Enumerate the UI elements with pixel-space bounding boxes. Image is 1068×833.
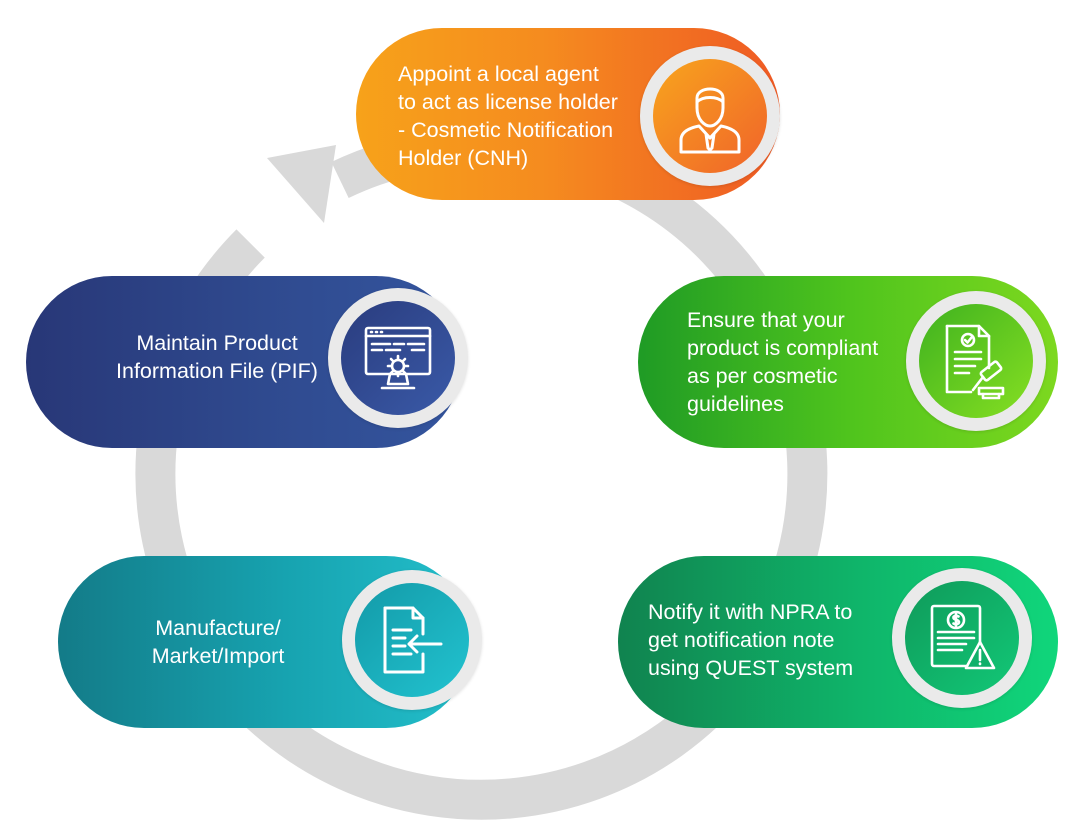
step-text-npra: Notify it with NPRA to get notification … xyxy=(648,598,853,682)
step-icon-disc-pif xyxy=(328,288,468,428)
step-line: Ensure that your xyxy=(687,308,845,332)
step-line: get notification note xyxy=(648,628,835,652)
file-import-icon xyxy=(355,583,469,697)
step-icon-disc-compliance xyxy=(906,291,1046,431)
step-line: to act as license holder xyxy=(398,90,618,114)
step-line: Information File (PIF) xyxy=(116,359,318,383)
step-text-pif: Maintain Product Information File (PIF) xyxy=(96,329,338,385)
step-icon-disc-cnh xyxy=(640,46,780,186)
step-line: product is compliant xyxy=(687,336,879,360)
step-line: Holder (CNH) xyxy=(398,146,529,170)
step-icon-disc-manufacture xyxy=(342,570,482,710)
step-line: guidelines xyxy=(687,392,784,416)
cycle-arrowhead xyxy=(267,145,336,223)
legal-document-gavel-icon xyxy=(919,304,1033,418)
monitor-settings-icon xyxy=(341,301,455,415)
business-agent-icon xyxy=(653,59,767,173)
step-line: Market/Import xyxy=(151,644,285,668)
step-line: Appoint a local agent xyxy=(398,62,599,86)
step-text-cnh: Appoint a local agent to act as license … xyxy=(398,60,618,172)
step-line: Maintain Product xyxy=(136,331,298,355)
step-line: Manufacture/ xyxy=(155,616,281,640)
invoice-warning-icon xyxy=(905,581,1019,695)
step-text-manufacture: Manufacture/ Market/Import xyxy=(118,614,318,670)
step-line: Notify it with NPRA to xyxy=(648,600,853,624)
step-icon-disc-npra xyxy=(892,568,1032,708)
step-text-compliance: Ensure that your product is compliant as… xyxy=(687,306,878,418)
step-line: as per cosmetic xyxy=(687,364,838,388)
step-line: using QUEST system xyxy=(648,656,854,680)
step-line: - Cosmetic Notification xyxy=(398,118,614,142)
